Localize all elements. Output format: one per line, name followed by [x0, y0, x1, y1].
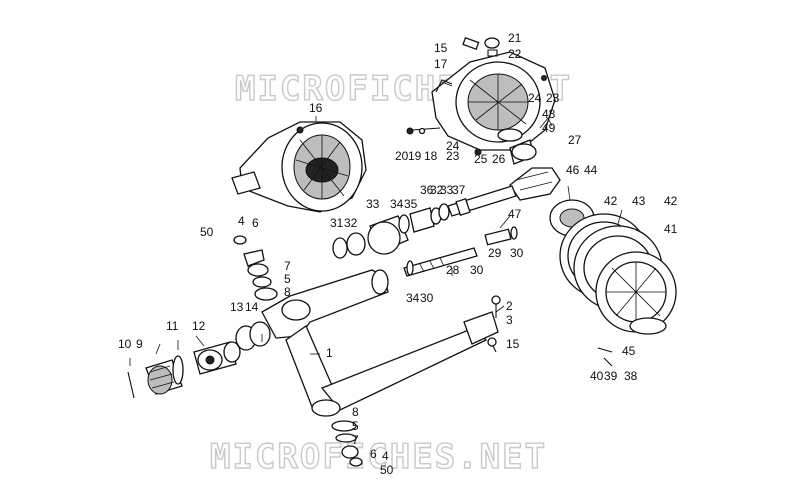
callout-7-top: 7: [284, 259, 291, 273]
callout-9: 9: [136, 337, 143, 351]
callout-30-lower: 30: [470, 263, 484, 277]
callout-21: 21: [508, 31, 522, 45]
callout-11: 11: [166, 319, 179, 333]
callout-2: 2: [506, 299, 513, 313]
callout-8-top: 8: [284, 285, 291, 299]
part-1-swing-arm: [261, 269, 499, 417]
callout-5-top: 5: [284, 272, 291, 286]
callout-24-left: 24: [446, 139, 460, 153]
pivot-hardware: [233, 235, 501, 467]
callout-25: 25: [474, 152, 488, 166]
callout-18: 18: [424, 149, 438, 163]
shaft-parts: [332, 203, 450, 259]
callout-4-top: 4: [238, 214, 245, 228]
callout-17: 17: [434, 57, 448, 71]
callout-43: 43: [632, 194, 646, 208]
callout-50-lower: 50: [380, 463, 394, 477]
cover-fasteners: [406, 36, 553, 156]
callouts: 1 2 3 4 5 6 7 8 9 10 11 12 13 14 15 16 1…: [118, 31, 678, 477]
callout-6-top: 6: [252, 216, 259, 230]
callout-16: 16: [309, 101, 323, 115]
callout-3: 3: [506, 313, 513, 327]
callout-22: 22: [508, 47, 522, 61]
callout-19: 19: [408, 149, 422, 163]
callout-33-top: 33: [440, 183, 454, 197]
callout-40: 40: [590, 369, 604, 383]
callout-44: 44: [584, 163, 598, 177]
callout-39: 39: [604, 369, 618, 383]
part-16-housing: [231, 121, 367, 213]
callout-7-lower: 7: [352, 433, 359, 447]
callout-42-right: 42: [664, 194, 678, 208]
callout-50-top: 50: [200, 225, 214, 239]
callout-13: 13: [230, 300, 244, 314]
callout-27: 27: [568, 133, 582, 147]
callout-15-top: 15: [434, 41, 448, 55]
callout-45: 45: [622, 344, 636, 358]
callout-47: 47: [508, 207, 522, 221]
callout-46: 46: [566, 163, 580, 177]
callout-14: 14: [245, 300, 259, 314]
callout-26: 26: [492, 152, 506, 166]
ring-gear-stack: [549, 199, 677, 367]
callout-24-right: 24: [528, 91, 542, 105]
callout-38: 38: [624, 369, 638, 383]
part-28-drive-shaft: [403, 226, 518, 277]
callout-35: 35: [404, 197, 418, 211]
callout-30-arm: 30: [420, 291, 434, 305]
callout-10: 10: [118, 337, 132, 351]
callout-33: 33: [366, 197, 380, 211]
callout-49: 49: [542, 121, 556, 135]
callout-15-lower: 15: [506, 337, 520, 351]
callout-32-left: 32: [344, 216, 358, 230]
callout-42: 42: [604, 194, 618, 208]
callout-4-lower: 4: [382, 449, 389, 463]
callout-28: 28: [446, 263, 460, 277]
callout-23-left: 23: [446, 149, 460, 163]
callout-8-lower: 8: [352, 405, 359, 419]
callout-31: 31: [330, 216, 344, 230]
universal-joint: [127, 341, 241, 399]
callout-6-lower: 6: [370, 447, 377, 461]
leader-lines: [129, 81, 623, 366]
callout-20: 20: [395, 149, 409, 163]
callout-48: 48: [542, 107, 556, 121]
callout-34-top: 34: [390, 197, 404, 211]
callout-32-top: 32: [430, 183, 444, 197]
callout-5-lower: 5: [352, 419, 359, 433]
callout-37: 37: [452, 183, 466, 197]
callout-12: 12: [192, 319, 206, 333]
callout-23-right: 23: [546, 91, 560, 105]
callout-41: 41: [664, 222, 678, 236]
callout-1: 1: [326, 346, 333, 360]
callout-36: 36: [420, 183, 434, 197]
callout-29: 29: [488, 246, 502, 260]
callout-30-right: 30: [510, 246, 524, 260]
callout-34-arm: 34: [406, 291, 420, 305]
bevel-gear-assembly: [447, 128, 561, 217]
watermark-bottom: MICROFICHES.NET: [210, 437, 547, 477]
